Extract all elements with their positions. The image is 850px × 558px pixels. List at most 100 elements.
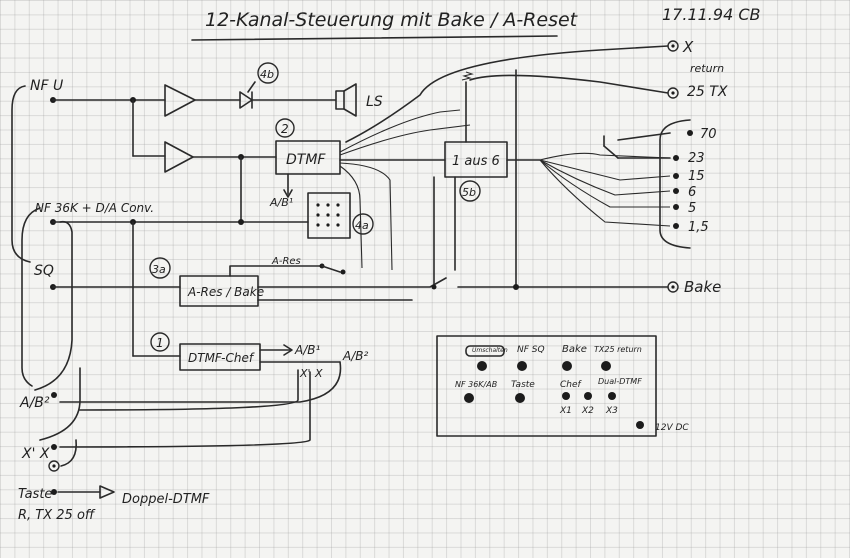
front-panel: [436, 335, 657, 437]
nf-decode-label: NF 36K + D/A Conv.: [35, 201, 154, 215]
ab2-out-label: A/B²: [342, 349, 368, 363]
amplifier-2: [164, 141, 194, 173]
panel-taste-label: Taste: [511, 380, 535, 390]
tx25-terminal: [667, 87, 679, 99]
ab2-feed-wire: [34, 220, 73, 391]
dtmf-ab-label: A/B¹: [269, 196, 293, 209]
reset-badge: [149, 257, 171, 279]
x-prime-label: X': [299, 367, 311, 380]
panel-bake-label: Bake: [562, 344, 587, 355]
taste-arrow: [99, 485, 115, 499]
dtmf-chef-badge: [150, 332, 170, 352]
panel-umsch-label: Umschalten: [472, 347, 508, 354]
channel-1-5-label: 1,5: [688, 220, 709, 235]
date-signature: 17.11.94 CB: [662, 5, 760, 24]
tx25-label: 25 TX: [687, 84, 728, 100]
nf-u-label: NF U: [30, 78, 63, 94]
channel-15-label: 15: [688, 169, 705, 184]
x-terminal: [667, 40, 679, 52]
one-of-six-num: 5b: [462, 186, 476, 199]
channel-23-terminal: [673, 155, 679, 161]
panel-jack-2: [517, 361, 527, 371]
sq-label: SQ: [34, 263, 54, 279]
dtmf-badge: [275, 118, 295, 138]
taste-terminal: [51, 489, 57, 495]
keypad-num: 4a: [355, 219, 369, 232]
title-underline: [191, 35, 558, 41]
ab2-terminal: [51, 392, 57, 398]
nf-sq-bridge-wire: [11, 85, 31, 263]
ab2-left-wire: [21, 207, 41, 387]
xx-terminal-b: [48, 460, 60, 472]
x-small-label: X: [314, 367, 323, 380]
panel-dual-dtmf-label: Dual-DTMF: [598, 377, 642, 386]
dtmf-chef-label: DTMF-Chef: [188, 351, 255, 365]
panel-tx25-label: TX25 return: [594, 345, 642, 354]
xx-return-wire: [39, 367, 81, 441]
panel-x1-label: X1: [559, 406, 572, 416]
channel-connector: [659, 119, 691, 249]
panel-jack-5: [464, 393, 474, 403]
panel-jack-x1: [562, 392, 570, 400]
bake-terminal: [667, 281, 679, 293]
dtmf-num: 2: [281, 122, 289, 136]
panel-chef-label: Chef: [560, 380, 583, 390]
dtmf-chef-num: 1: [156, 336, 164, 350]
dtmf-block-label: DTMF: [286, 152, 326, 168]
channel-1-5-terminal: [673, 223, 679, 229]
panel-jack-1: [477, 361, 487, 371]
relay-4b: [239, 91, 253, 109]
panel-x3-label: X3: [605, 406, 618, 416]
xx-input-label: X' X: [21, 446, 50, 462]
one-of-six-badge: [459, 180, 481, 202]
doppel-dtmf-label: Doppel-DTMF: [122, 492, 210, 507]
channel-5-terminal: [673, 204, 679, 210]
speaker-label: LS: [366, 94, 383, 110]
channel-15-terminal: [673, 173, 679, 179]
panel-x2-label: X2: [581, 406, 594, 416]
channel-6-terminal: [673, 188, 679, 194]
title: 12-Kanal-Steuerung mit Bake / A-Reset: [205, 9, 579, 31]
panel-nf-sq-label: NF SQ: [517, 345, 545, 355]
ab2-input-label: A/B²: [19, 395, 50, 411]
dtmf-chef-block: [179, 343, 261, 371]
bake-output-label: Bake: [684, 278, 721, 296]
panel-12v-label: 12V DC: [655, 423, 689, 433]
one-of-six-label: 1 aus 6: [452, 154, 500, 169]
panel-umschalter: [465, 345, 505, 357]
amplifier-1: [164, 84, 196, 117]
panel-jack-x3: [608, 392, 616, 400]
channel-6-label: 6: [688, 185, 696, 200]
relay-4b-badge: [257, 62, 279, 84]
dtmf-block: [275, 140, 341, 175]
keypad-dots: [316, 203, 340, 227]
panel-jack-3: [562, 361, 572, 371]
reset-num: 3a: [152, 263, 166, 276]
channel-70-terminal: [687, 130, 693, 136]
x-output-wire: [345, 45, 669, 143]
channel-23-label: 23: [688, 151, 705, 166]
panel-jack-x2: [584, 392, 592, 400]
xx-terminal-a: [51, 444, 57, 450]
panel-nf36k-label: NF 36K/AB: [455, 380, 497, 389]
taste-label: Taste: [18, 487, 52, 502]
bake-wire: [257, 277, 447, 288]
reset-block-label: A-Res / Bake: [187, 285, 264, 299]
tx25-output-wire: [469, 74, 669, 94]
channel-70-label: 70: [700, 127, 717, 142]
keypad-badge: [352, 213, 374, 235]
keypad-4a: [307, 192, 351, 239]
panel-power-jack: [636, 421, 644, 429]
channel-5-label: 5: [688, 201, 696, 216]
reset-block: [179, 275, 259, 307]
taste-note: R, TX 25 off: [18, 508, 96, 523]
x-output-label: X: [682, 38, 694, 56]
panel-jack-4: [601, 361, 611, 371]
speaker: [335, 90, 345, 110]
panel-jack-6: [515, 393, 525, 403]
a-res-label: A-Res: [271, 256, 301, 267]
ab1-out-label: A/B¹: [294, 343, 320, 357]
return-label: return: [690, 62, 724, 75]
